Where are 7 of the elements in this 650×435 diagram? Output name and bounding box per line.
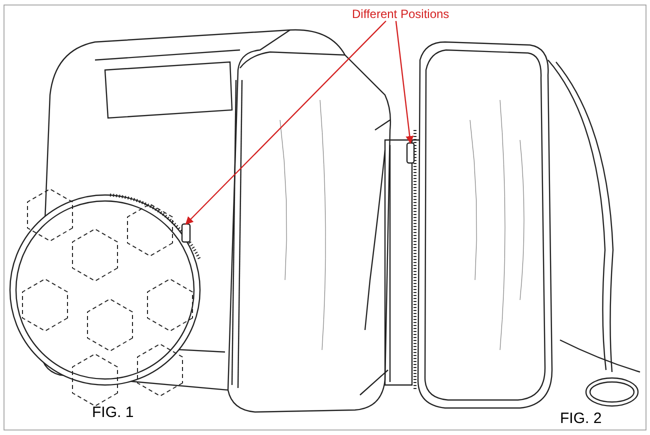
leader-line (185, 20, 386, 225)
figure-label: FIG. 2 (560, 410, 602, 427)
figure-label: FIG. 1 (92, 404, 134, 421)
zipper-pull (406, 142, 415, 164)
zipper-pull (181, 223, 191, 243)
leader-line (395, 20, 414, 144)
callout-text: Different Positions (352, 7, 450, 21)
